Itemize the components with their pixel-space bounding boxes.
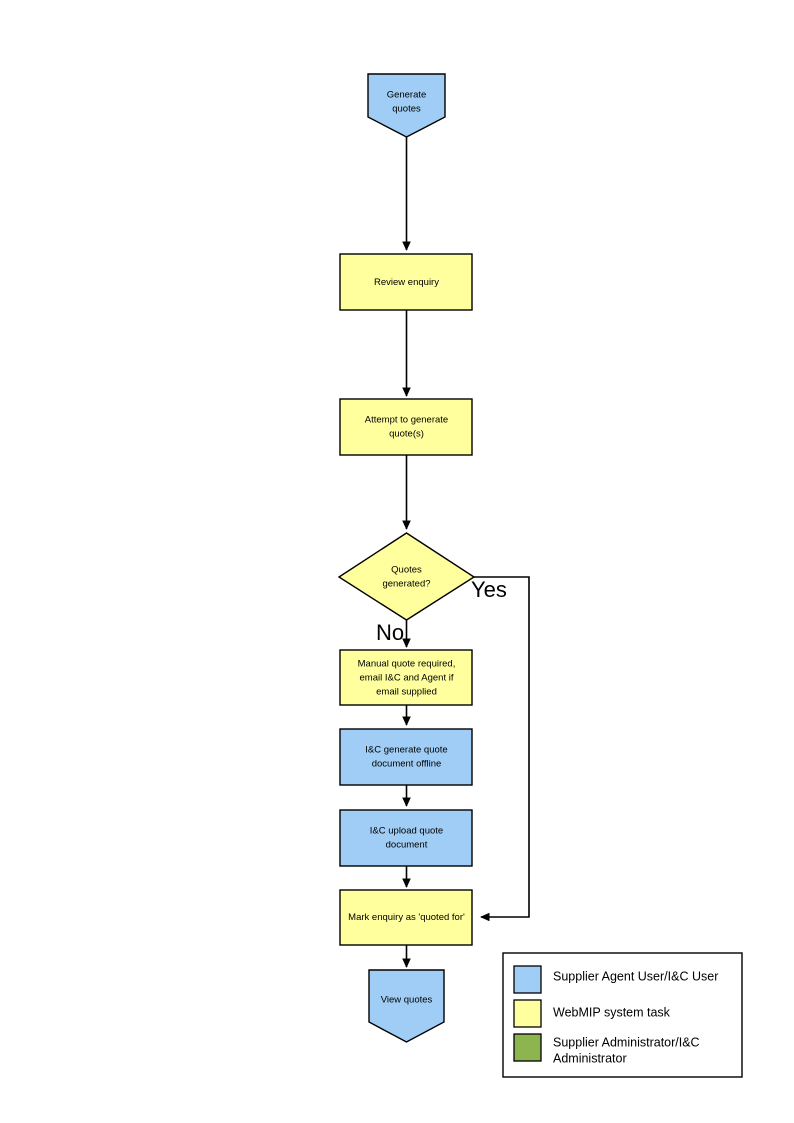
- manual-quote-required-label-line-1: Manual quote required,: [358, 659, 456, 670]
- quotes-generated-decision-label-line-1: Quotes: [391, 565, 422, 576]
- ic-generate-quote-offline-label-line-1: I&C generate quote: [365, 745, 447, 756]
- branch-label-yes: Yes: [471, 577, 507, 602]
- legend-label-system-task: WebMIP system task: [553, 1005, 671, 1019]
- legend-item-webmip-system-task: WebMIP system task: [513, 999, 671, 1028]
- ic-upload-quote-document-label-line-1: I&C upload quote: [370, 826, 443, 837]
- connectors: [407, 137, 530, 967]
- review-enquiry-label: Review enquiry: [374, 277, 439, 288]
- generate-quotes-shape: [367, 73, 446, 138]
- view-quotes-label: View quotes: [381, 995, 433, 1006]
- node-quotes-generated-decision[interactable]: Quotes generated?: [337, 532, 476, 621]
- node-attempt-generate-quotes[interactable]: Attempt to generate quote(s): [339, 398, 473, 456]
- view-quotes-shape: [368, 969, 445, 1043]
- manual-quote-required-label-line-2: email I&C and Agent if: [360, 673, 454, 684]
- node-mark-enquiry-quoted-for[interactable]: Mark enquiry as 'quoted for': [339, 889, 473, 946]
- mark-enquiry-quoted-for-shape: [339, 889, 473, 946]
- quotes-generated-decision-label-line-2: generated?: [382, 579, 430, 590]
- generate-quotes-label-line-2: quotes: [392, 104, 421, 115]
- review-enquiry-shape: [339, 253, 473, 311]
- legend-label-user-task: Supplier Agent User/I&C User: [553, 969, 718, 983]
- node-view-quotes[interactable]: View quotes: [368, 969, 445, 1043]
- mark-enquiry-quoted-for-label: Mark enquiry as 'quoted for': [348, 912, 465, 923]
- ic-generate-quote-offline-label-line-2: document offline: [372, 759, 442, 770]
- connector-decision-yes-to-mark: [474, 576, 530, 917]
- legend-swatch-user-task: [513, 965, 542, 994]
- ic-upload-quote-document-label-line-2: document: [386, 840, 428, 851]
- legend-item-supplier-administrator: Supplier Administrator/I&C Administrator: [513, 1033, 700, 1065]
- ic-generate-quote-offline-shape: [339, 728, 473, 786]
- node-review-enquiry[interactable]: Review enquiry: [339, 253, 473, 311]
- branch-label-no: No: [376, 620, 404, 645]
- node-generate-quotes[interactable]: Generate quotes: [367, 73, 446, 138]
- legend-swatch-system-task: [513, 999, 542, 1028]
- attempt-generate-quotes-label-line-1: Attempt to generate: [365, 415, 448, 426]
- generate-quotes-label-line-1: Generate: [387, 90, 427, 101]
- attempt-generate-quotes-label-line-2: quote(s): [389, 429, 424, 440]
- legend-swatch-admin-task: [513, 1033, 542, 1062]
- legend-label-admin-task-line-2: Administrator: [553, 1051, 627, 1065]
- node-ic-upload-quote-document[interactable]: I&C upload quote document: [339, 809, 473, 867]
- attempt-generate-quotes-shape: [339, 398, 473, 456]
- quotes-generated-decision-shape: [337, 532, 476, 621]
- ic-upload-quote-document-shape: [339, 809, 473, 867]
- legend-frame: [502, 952, 743, 1078]
- manual-quote-required-label-line-3: email supplied: [376, 687, 437, 698]
- node-ic-generate-quote-offline[interactable]: I&C generate quote document offline: [339, 728, 473, 786]
- manual-quote-required-shape: [339, 649, 473, 706]
- legend-label-admin-task-line-1: Supplier Administrator/I&C: [553, 1035, 700, 1049]
- legend-item-supplier-agent-user: Supplier Agent User/I&C User: [513, 965, 718, 994]
- legend: Supplier Agent User/I&C User WebMIP syst…: [502, 952, 743, 1078]
- node-manual-quote-required[interactable]: Manual quote required, email I&C and Age…: [339, 649, 473, 706]
